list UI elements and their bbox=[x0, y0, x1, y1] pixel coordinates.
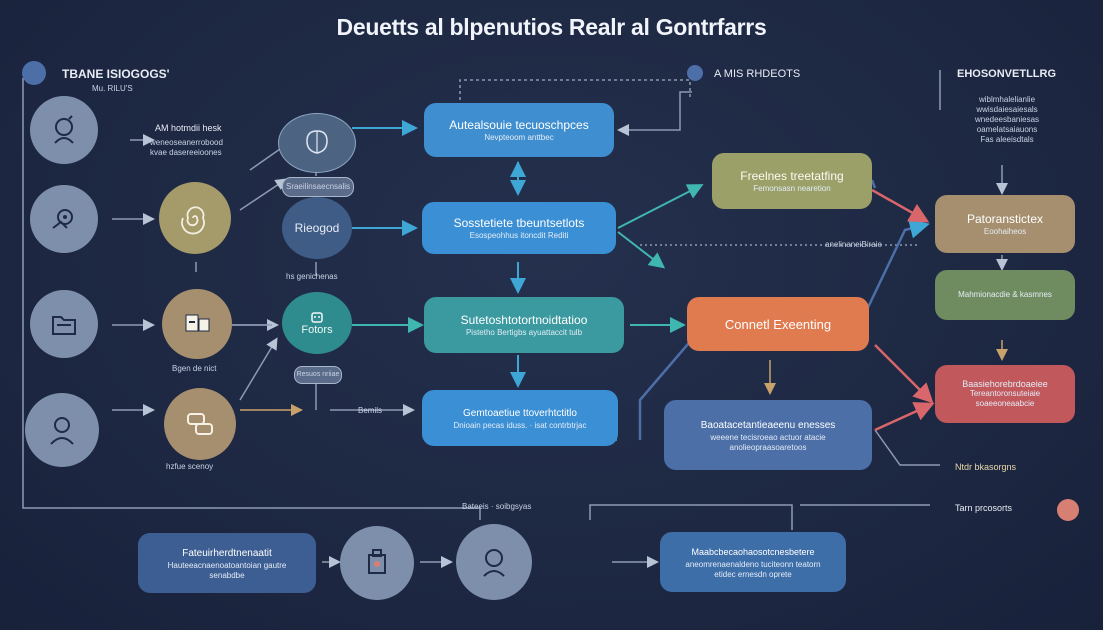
document-chart-icon bbox=[162, 289, 232, 359]
left-label-1: AM hotmdii hesk bbox=[155, 123, 222, 133]
box-blue-top: Autealsouie tecuoschpces Nevpteoom anttb… bbox=[424, 103, 614, 157]
box-green-right: Mahmionacdie & kasmnes bbox=[935, 270, 1075, 320]
top-left-dot bbox=[22, 61, 46, 85]
box-bottom-right: Maabcbecaohaosotcnesbetere aneomrenaenal… bbox=[660, 532, 846, 592]
fotors-node: Fotors bbox=[282, 292, 352, 354]
riegoed-node: Rieogod bbox=[282, 197, 352, 259]
pill-label: Sraeilinsaecnsalis bbox=[285, 182, 351, 191]
riegoed-label: Rieogod bbox=[294, 221, 340, 235]
top-center-dot bbox=[687, 65, 703, 81]
right-bottom-label-1: Ntdr bkasorgns bbox=[955, 462, 1017, 472]
top-right-line: Fas aleeisdtals bbox=[980, 135, 1034, 144]
box-red-right: Baasiehorebrdoaeiee Tereantoronsuteiaie … bbox=[935, 365, 1075, 423]
box-title: Fateuirherdtnenaatit bbox=[182, 547, 272, 559]
bottom-center-label: Bateeis · soibgsyas bbox=[462, 502, 532, 511]
mid-label-2: Bgen de nict bbox=[172, 364, 217, 373]
person-chat-icon bbox=[25, 393, 99, 467]
robot-icon bbox=[311, 312, 323, 323]
mid-right-label: anelinaneiBiraie bbox=[825, 240, 882, 249]
box-title: Patoranstictex bbox=[966, 211, 1044, 226]
top-right-line: oamelatsaiauons bbox=[976, 125, 1038, 134]
fotors-label: Fotors bbox=[301, 324, 333, 336]
box-subtitle: Dnioain pecas iduss. · isat contrbtrjac bbox=[453, 420, 587, 430]
left-label-line: kvae dasereeioones bbox=[150, 148, 222, 157]
top-right-list: wiblmhalelianlie wwisdaiesaiesals wnedee… bbox=[952, 95, 1062, 145]
box-title: Autealsouie tecuoschpces bbox=[449, 117, 589, 132]
top-right-line: wnedeesbaniesas bbox=[974, 115, 1040, 124]
box-title: Sosstetiete tbeuntsetlots bbox=[453, 215, 585, 230]
chat-bubbles-icon bbox=[164, 388, 236, 460]
box-subtitle: Eoohaiheos bbox=[983, 226, 1027, 236]
mid-label-1: hs genichenas bbox=[286, 272, 338, 281]
top-right-label: EHOSONVETLLRG bbox=[957, 68, 1057, 80]
box-title: Gemtoaetiue ttoverhtctitlo bbox=[463, 407, 577, 419]
brain-icon bbox=[278, 113, 356, 173]
box-subtitle: Tereantoronsuteiaie soaeeoneaabcie bbox=[969, 389, 1041, 408]
right-bottom-label-2: Tarn prcosorts bbox=[955, 503, 1013, 513]
top-left-sublabel: Mu. RILU'S bbox=[92, 84, 133, 93]
box-blue-bottom: Gemtoaetiue ttoverhtctitlo Dnioain pecas… bbox=[422, 390, 618, 446]
box-title: Baasiehorebrdoaeiee bbox=[962, 379, 1048, 389]
box-subtitle: aneomrenaenaldeno tuciteonn teatorn etid… bbox=[685, 559, 821, 579]
box-steel: Baoatacetantieaeenu enesses weeene tecis… bbox=[664, 400, 872, 470]
person-idea-icon bbox=[30, 96, 98, 164]
box-subtitle: Femonsasn nearetion bbox=[753, 183, 831, 193]
folder-icon bbox=[30, 290, 98, 358]
person-head-icon bbox=[456, 524, 532, 600]
diagram-title: Deuetts al blpenutios Realr al Gontrfarr… bbox=[336, 14, 767, 40]
box-subtitle: weeene tecisroeao actuor atacie anolieop… bbox=[710, 432, 826, 452]
bottom-right-dot bbox=[1057, 499, 1079, 521]
top-right-line: wwisdaiesaiesals bbox=[976, 105, 1038, 114]
gear-hand-icon bbox=[30, 185, 98, 253]
box-title: Sutetoshtotortnoidtatioo bbox=[460, 312, 588, 327]
box-blue-mid: Sosstetiete tbeuntsetlots Esospeohhus it… bbox=[422, 202, 616, 254]
box-subtitle: Nevpteoom anttbec bbox=[484, 132, 554, 142]
spiral-icon bbox=[159, 182, 231, 254]
box-olive: Freelnes treetatfing Femonsasn nearetion bbox=[712, 153, 872, 209]
box-orange: Connetl Exeenting bbox=[687, 297, 869, 351]
box-teal: Sutetoshtotortnoidtatioo Pistetho Bertig… bbox=[424, 297, 624, 353]
box-title: Freelnes treetatfing bbox=[740, 168, 844, 183]
pill-node: Sraeilinsaecnsalis bbox=[282, 177, 354, 197]
mid-label-3: hzfue scenoy bbox=[166, 462, 214, 471]
pill-node-2: Resuos nriiae bbox=[294, 366, 342, 384]
box-title: Maabcbecaohaosotcnesbetere bbox=[691, 546, 815, 557]
left-label-1-sub: weneoseanerrobood kvae dasereeioones bbox=[150, 138, 223, 158]
mid-label-4: Bemils bbox=[358, 406, 383, 415]
top-center-label: A MIS RHDEOTS bbox=[714, 68, 801, 80]
box-subtitle: Esospeohhus itoncdit Rediti bbox=[469, 230, 569, 240]
box-bottom-left: Fateuirherdtnenaatit Hauteeacnaenoatoant… bbox=[138, 533, 316, 593]
box-title: Baoatacetantieaeenu enesses bbox=[700, 419, 836, 431]
pill-label-2: Resuos nriiae bbox=[296, 371, 340, 378]
box-title: Connetl Exeenting bbox=[724, 316, 832, 332]
box-subtitle: Hauteeacnaenoatoantoian gautre senabdbe bbox=[167, 560, 287, 580]
box-subtitle: Pistetho Bertigbs ayuattaccit tulb bbox=[465, 327, 583, 337]
top-left-label: TBANE ISIOGOGS' bbox=[62, 67, 170, 81]
box-title: Mahmionacdie & kasmnes bbox=[958, 290, 1052, 299]
box-beige-right: Patoranstictex Eoohaiheos bbox=[935, 195, 1075, 253]
top-right-line: wiblmhalelianlie bbox=[978, 95, 1036, 104]
left-label-line: weneoseanerrobood bbox=[150, 138, 223, 147]
puzzle-icon bbox=[340, 526, 414, 600]
